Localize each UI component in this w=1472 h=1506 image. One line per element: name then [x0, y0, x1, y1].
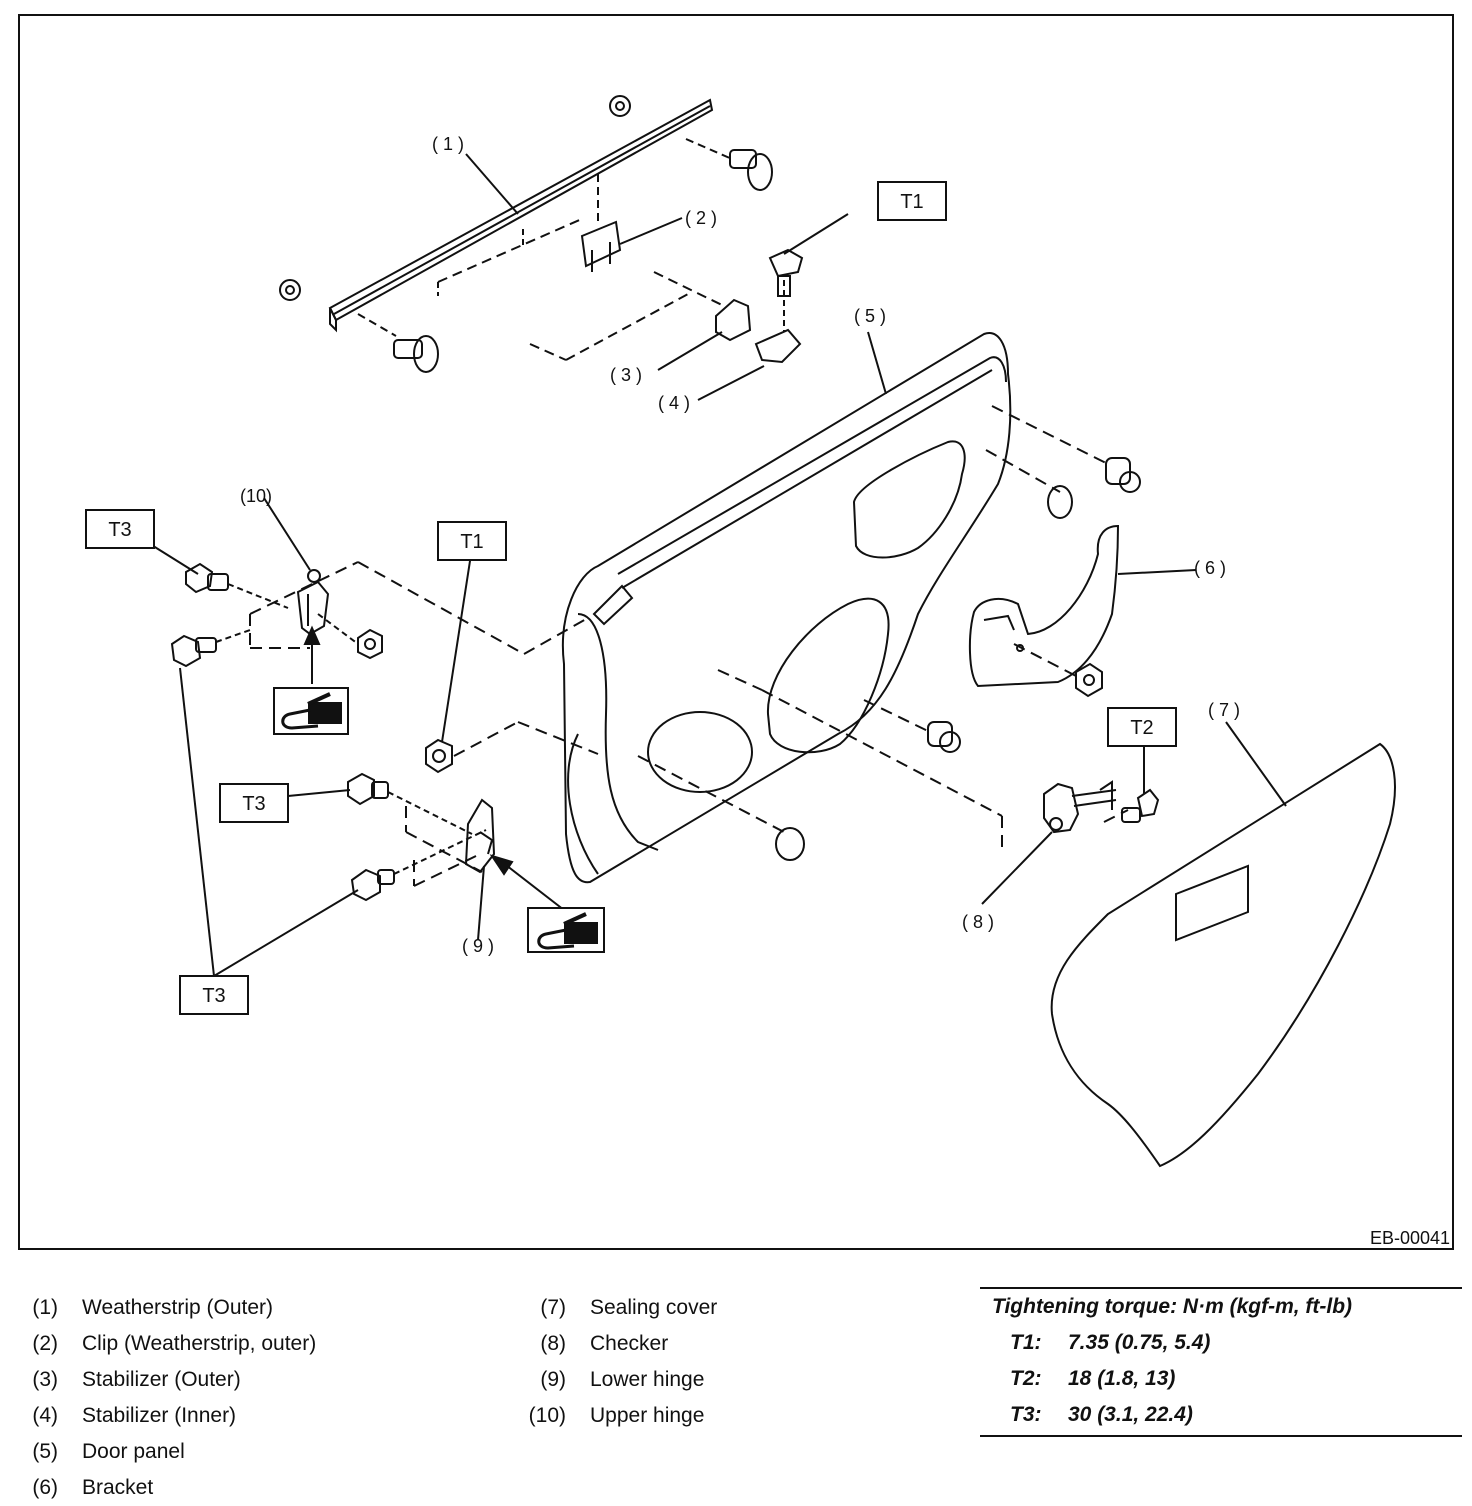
legend-number: (6) [32, 1476, 58, 1499]
torque-value: 18 (1.8, 13) [1068, 1367, 1176, 1390]
bracket-nut [1075, 662, 1103, 698]
upper-hinge-nut [357, 628, 383, 660]
exploded-door-diagram: T1 T1 T2 T3 T3 T3 ( 1 ) ( 2 ) ( 3 ) ( 4 … [18, 14, 1454, 1250]
legend-item: (1) Weatherstrip (Outer) [26, 1290, 316, 1326]
legend-part-name: Lower hinge [590, 1368, 705, 1391]
callout-6: ( 6 ) [1194, 558, 1226, 578]
callout-3: ( 3 ) [610, 365, 642, 385]
torque-tag-t3-lower: T3 [202, 985, 225, 1007]
legend-right-column: (7) Sealing cover (8) Checker (9) Lower hin… [514, 1290, 718, 1434]
legend-number: (10) [528, 1404, 566, 1427]
t3-upper-bolt [170, 629, 251, 668]
legend-part-name: Door panel [82, 1440, 185, 1463]
legend-number: (5) [32, 1440, 58, 1463]
legend-item: (8) Checker [514, 1326, 717, 1362]
legend-item: (6) Bracket [26, 1470, 316, 1506]
bracket-part [968, 524, 1120, 688]
legend-number: (3) [32, 1368, 58, 1391]
torque-value: 30 (3.1, 22.4) [1068, 1403, 1193, 1426]
diagram-code: EB-00041 [1370, 1228, 1450, 1248]
legend-part-name: Upper hinge [590, 1404, 705, 1427]
torque-row: T2: 18 (1.8, 13) [1010, 1367, 1175, 1391]
legend-item: (2) Clip (Weatherstrip, outer) [26, 1326, 316, 1362]
torque-tag-t3-middle: T3 [242, 793, 265, 815]
lower-hinge-part [464, 798, 496, 874]
torque-key: T3: [1010, 1403, 1042, 1426]
panel-plug [775, 457, 1141, 861]
grease-gun-icon [527, 907, 605, 953]
legend-item: (5) Door panel [26, 1434, 316, 1470]
legend-item: (7) Sealing cover [514, 1290, 717, 1326]
legend-number: (9) [540, 1368, 566, 1391]
legend-part-name: Stabilizer (Outer) [82, 1368, 241, 1391]
torque-tag-t1-upper: T1 [900, 191, 923, 213]
checker-part [1043, 780, 1117, 834]
legend-part-name: Clip (Weatherstrip, outer) [82, 1332, 317, 1355]
legend-number: (8) [540, 1332, 566, 1355]
diagram-border [18, 14, 1454, 1250]
legend-left-column: (1) Weatherstrip (Outer) (2) Clip (Weather… [26, 1290, 316, 1506]
stabilizer-outer-part [529, 271, 752, 361]
legend-part-name: Sealing cover [590, 1296, 718, 1319]
legend-number: (7) [540, 1296, 566, 1319]
callout-9: ( 9 ) [462, 936, 494, 956]
callout-1: ( 1 ) [432, 134, 464, 154]
stabilizer-inner-part [754, 280, 802, 364]
legend-number: (1) [32, 1296, 58, 1319]
callout-10: (10) [240, 486, 272, 506]
legend-item: (9) Lower hinge [514, 1362, 717, 1398]
weatherstrip-screw [357, 313, 439, 373]
torque-tag-boxes [85, 181, 1177, 1015]
weatherstrip-grommet [279, 95, 631, 301]
legend-item: (4) Stabilizer (Inner) [26, 1398, 316, 1434]
torque-key: T2: [1010, 1367, 1042, 1390]
legend-item: (3) Stabilizer (Outer) [26, 1362, 316, 1398]
grease-arrow [303, 625, 565, 911]
t1-lower-nut [425, 738, 453, 774]
torque-table-title: Tightening torque: N·m (kgf-m, ft-lb) [992, 1295, 1353, 1318]
legend-part-name: Checker [590, 1332, 669, 1355]
t3-upper-bolt [185, 562, 289, 609]
t1-upper-bolt [768, 248, 804, 297]
torque-key: T1: [1010, 1331, 1042, 1354]
torque-tag-t1-lower: T1 [460, 531, 483, 553]
weatherstrip-clip-part [437, 217, 622, 283]
callout-8: ( 8 ) [962, 912, 994, 932]
callout-5: ( 5 ) [854, 306, 886, 326]
legend-item: (10) Upper hinge [514, 1398, 717, 1434]
callout-leaders [149, 153, 1287, 977]
weatherstrip-screw [685, 138, 773, 191]
torque-row: T1: 7.35 (0.75, 5.4) [1010, 1331, 1210, 1355]
legend-number: (4) [32, 1404, 58, 1427]
callout-7: ( 7 ) [1208, 700, 1240, 720]
t3-lower-bolt [347, 772, 473, 835]
grease-gun-icon [273, 687, 349, 735]
sealing-cover-part [1050, 742, 1396, 1168]
legend-part-name: Stabilizer (Inner) [82, 1404, 237, 1427]
legend-part-name: Bracket [82, 1476, 154, 1499]
callout-4: ( 4 ) [658, 393, 690, 413]
torque-tag-t2: T2 [1130, 717, 1153, 739]
torque-tag-t3-upper: T3 [108, 519, 131, 541]
upper-hinge-part [296, 569, 359, 645]
callout-2: ( 2 ) [685, 208, 717, 228]
weatherstrip-outer-part [328, 98, 714, 333]
t2-bolt [1121, 788, 1160, 823]
t3-lower-bolt [350, 829, 487, 902]
legend-number: (2) [32, 1332, 58, 1355]
tightening-torque-table: Tightening torque: N·m (kgf-m, ft-lb) T1… [980, 1287, 1462, 1437]
torque-value: 7.35 (0.75, 5.4) [1068, 1331, 1211, 1354]
torque-row: T3: 30 (3.1, 22.4) [1010, 1403, 1193, 1427]
door-panel-part [561, 332, 1012, 884]
legend-part-name: Weatherstrip (Outer) [82, 1296, 273, 1319]
